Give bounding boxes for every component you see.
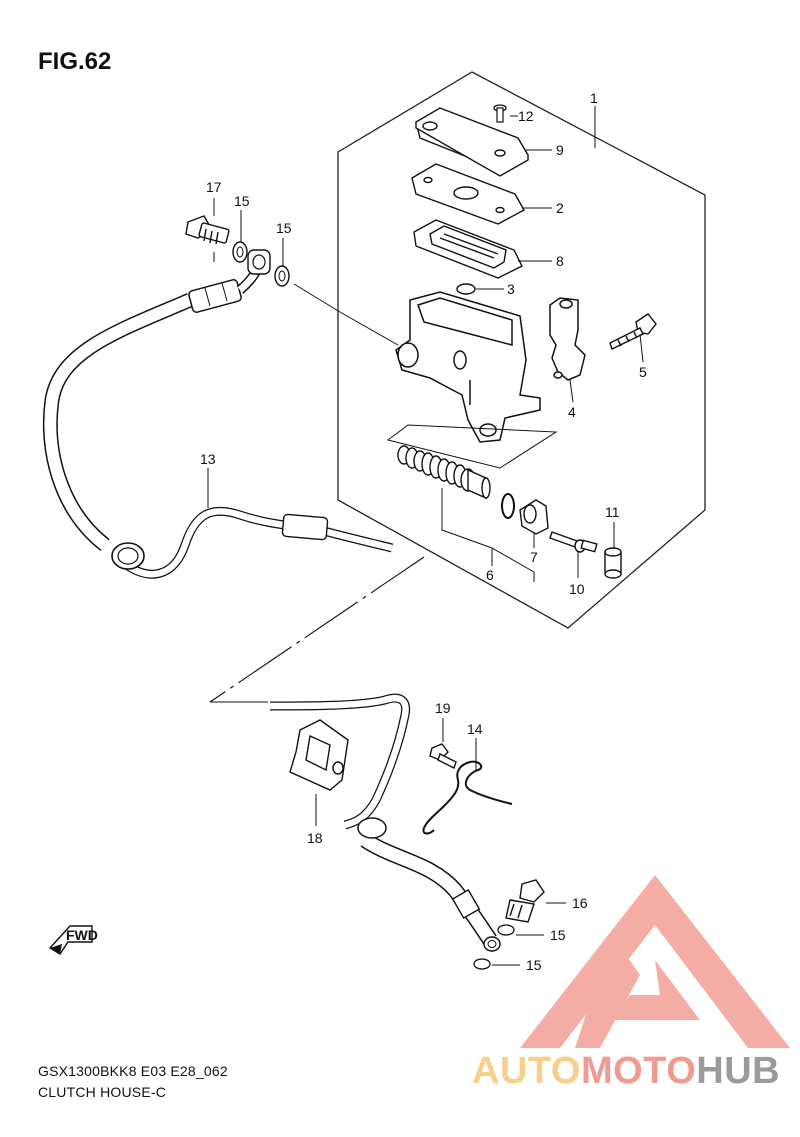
cap-icon bbox=[604, 547, 622, 579]
oring-icon bbox=[456, 283, 476, 295]
callout-9: 9 bbox=[556, 142, 564, 158]
callout-1: 1 bbox=[590, 90, 598, 106]
washer-icon bbox=[473, 958, 491, 970]
boot-icon bbox=[519, 499, 549, 535]
callout-10: 10 bbox=[569, 581, 585, 597]
banjo-bolt-icon bbox=[185, 215, 230, 245]
callout-18: 18 bbox=[307, 830, 323, 846]
callout-3: 3 bbox=[507, 281, 515, 297]
callout-4: 4 bbox=[568, 404, 576, 420]
banjo-fitting-icon bbox=[247, 249, 271, 275]
watermark-part-auto: AUTO bbox=[472, 1050, 581, 1092]
break-line bbox=[209, 556, 425, 703]
callout-15d: 15 bbox=[526, 957, 542, 973]
piston-spring-icon bbox=[397, 445, 491, 500]
wire-clamp-icon bbox=[422, 760, 513, 835]
forward-arrow-icon: FWD bbox=[48, 925, 98, 955]
fwd-label: FWD bbox=[66, 927, 98, 943]
reservoir-cap-icon bbox=[415, 107, 529, 177]
callout-11: 11 bbox=[605, 504, 620, 520]
figure-title: FIG.62 bbox=[38, 48, 112, 75]
callout-12: 12 bbox=[518, 108, 534, 124]
watermark-wordmark: AUTOMOTOHUB bbox=[472, 1050, 780, 1093]
callout-19: 19 bbox=[435, 700, 451, 716]
master-cylinder-icon bbox=[395, 291, 541, 443]
leader-lines bbox=[207, 106, 644, 966]
clamp-bolt-icon bbox=[609, 313, 657, 350]
callout-5: 5 bbox=[639, 364, 647, 380]
washer-icon bbox=[497, 924, 515, 936]
union-bolt-icon bbox=[505, 879, 545, 923]
watermark-part-hub: HUB bbox=[696, 1050, 781, 1092]
callout-8: 8 bbox=[556, 253, 564, 269]
hose-upper bbox=[42, 256, 394, 579]
push-rod-icon bbox=[549, 531, 598, 553]
bolt-icon bbox=[429, 743, 457, 769]
hose-lower bbox=[269, 693, 501, 952]
piston-set-frame bbox=[386, 424, 558, 469]
clamp-holder-icon bbox=[549, 297, 586, 381]
callout-15c: 15 bbox=[550, 927, 566, 943]
diaphragm-icon bbox=[413, 219, 523, 279]
callout-2: 2 bbox=[556, 200, 564, 216]
watermark-logo-icon bbox=[520, 875, 790, 1048]
circlip-icon bbox=[501, 493, 515, 519]
hose-clamp-icon bbox=[289, 719, 349, 791]
assembly-frame bbox=[337, 71, 706, 629]
callout-6: 6 bbox=[486, 567, 494, 583]
model-code: GSX1300BKK8 E03 E28_062 bbox=[38, 1063, 228, 1079]
section-name: CLUTCH HOUSE-C bbox=[38, 1084, 167, 1100]
callout-15b: 15 bbox=[276, 220, 292, 236]
callout-14: 14 bbox=[467, 721, 483, 737]
callout-17: 17 bbox=[206, 179, 222, 195]
washer-icon bbox=[274, 265, 290, 287]
callout-16: 16 bbox=[572, 895, 588, 911]
watermark-part-moto: MOTO bbox=[580, 1050, 697, 1092]
callout-labels: 1 12 9 2 8 3 4 5 11 10 7 6 17 15 15 13 1… bbox=[200, 90, 647, 973]
diaphragm-plate-icon bbox=[411, 163, 525, 225]
callout-13: 13 bbox=[200, 451, 216, 467]
callout-7: 7 bbox=[530, 549, 538, 565]
washer-icon bbox=[232, 241, 248, 263]
callout-15a: 15 bbox=[234, 193, 250, 209]
